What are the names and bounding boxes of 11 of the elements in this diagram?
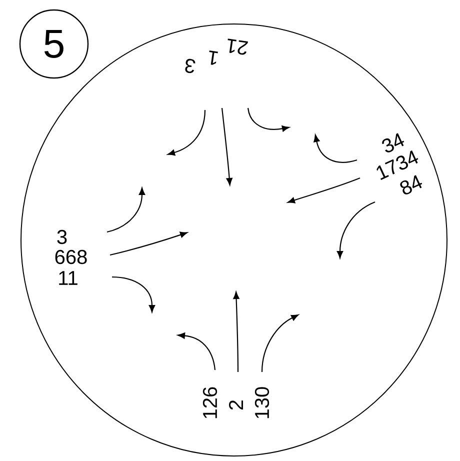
count-label: 21 xyxy=(228,38,248,55)
count-label: 668 xyxy=(55,250,87,264)
count-label: 11 xyxy=(59,271,78,285)
count-label: 1 xyxy=(209,50,218,65)
count-label: 126 xyxy=(202,387,218,418)
count-label: 3 xyxy=(185,58,196,74)
count-label: 2 xyxy=(229,400,243,410)
count-label: 130 xyxy=(254,387,270,418)
count-label: 3 xyxy=(57,230,67,244)
step-number: 5 xyxy=(44,30,64,58)
count-label: 34 xyxy=(382,133,404,152)
